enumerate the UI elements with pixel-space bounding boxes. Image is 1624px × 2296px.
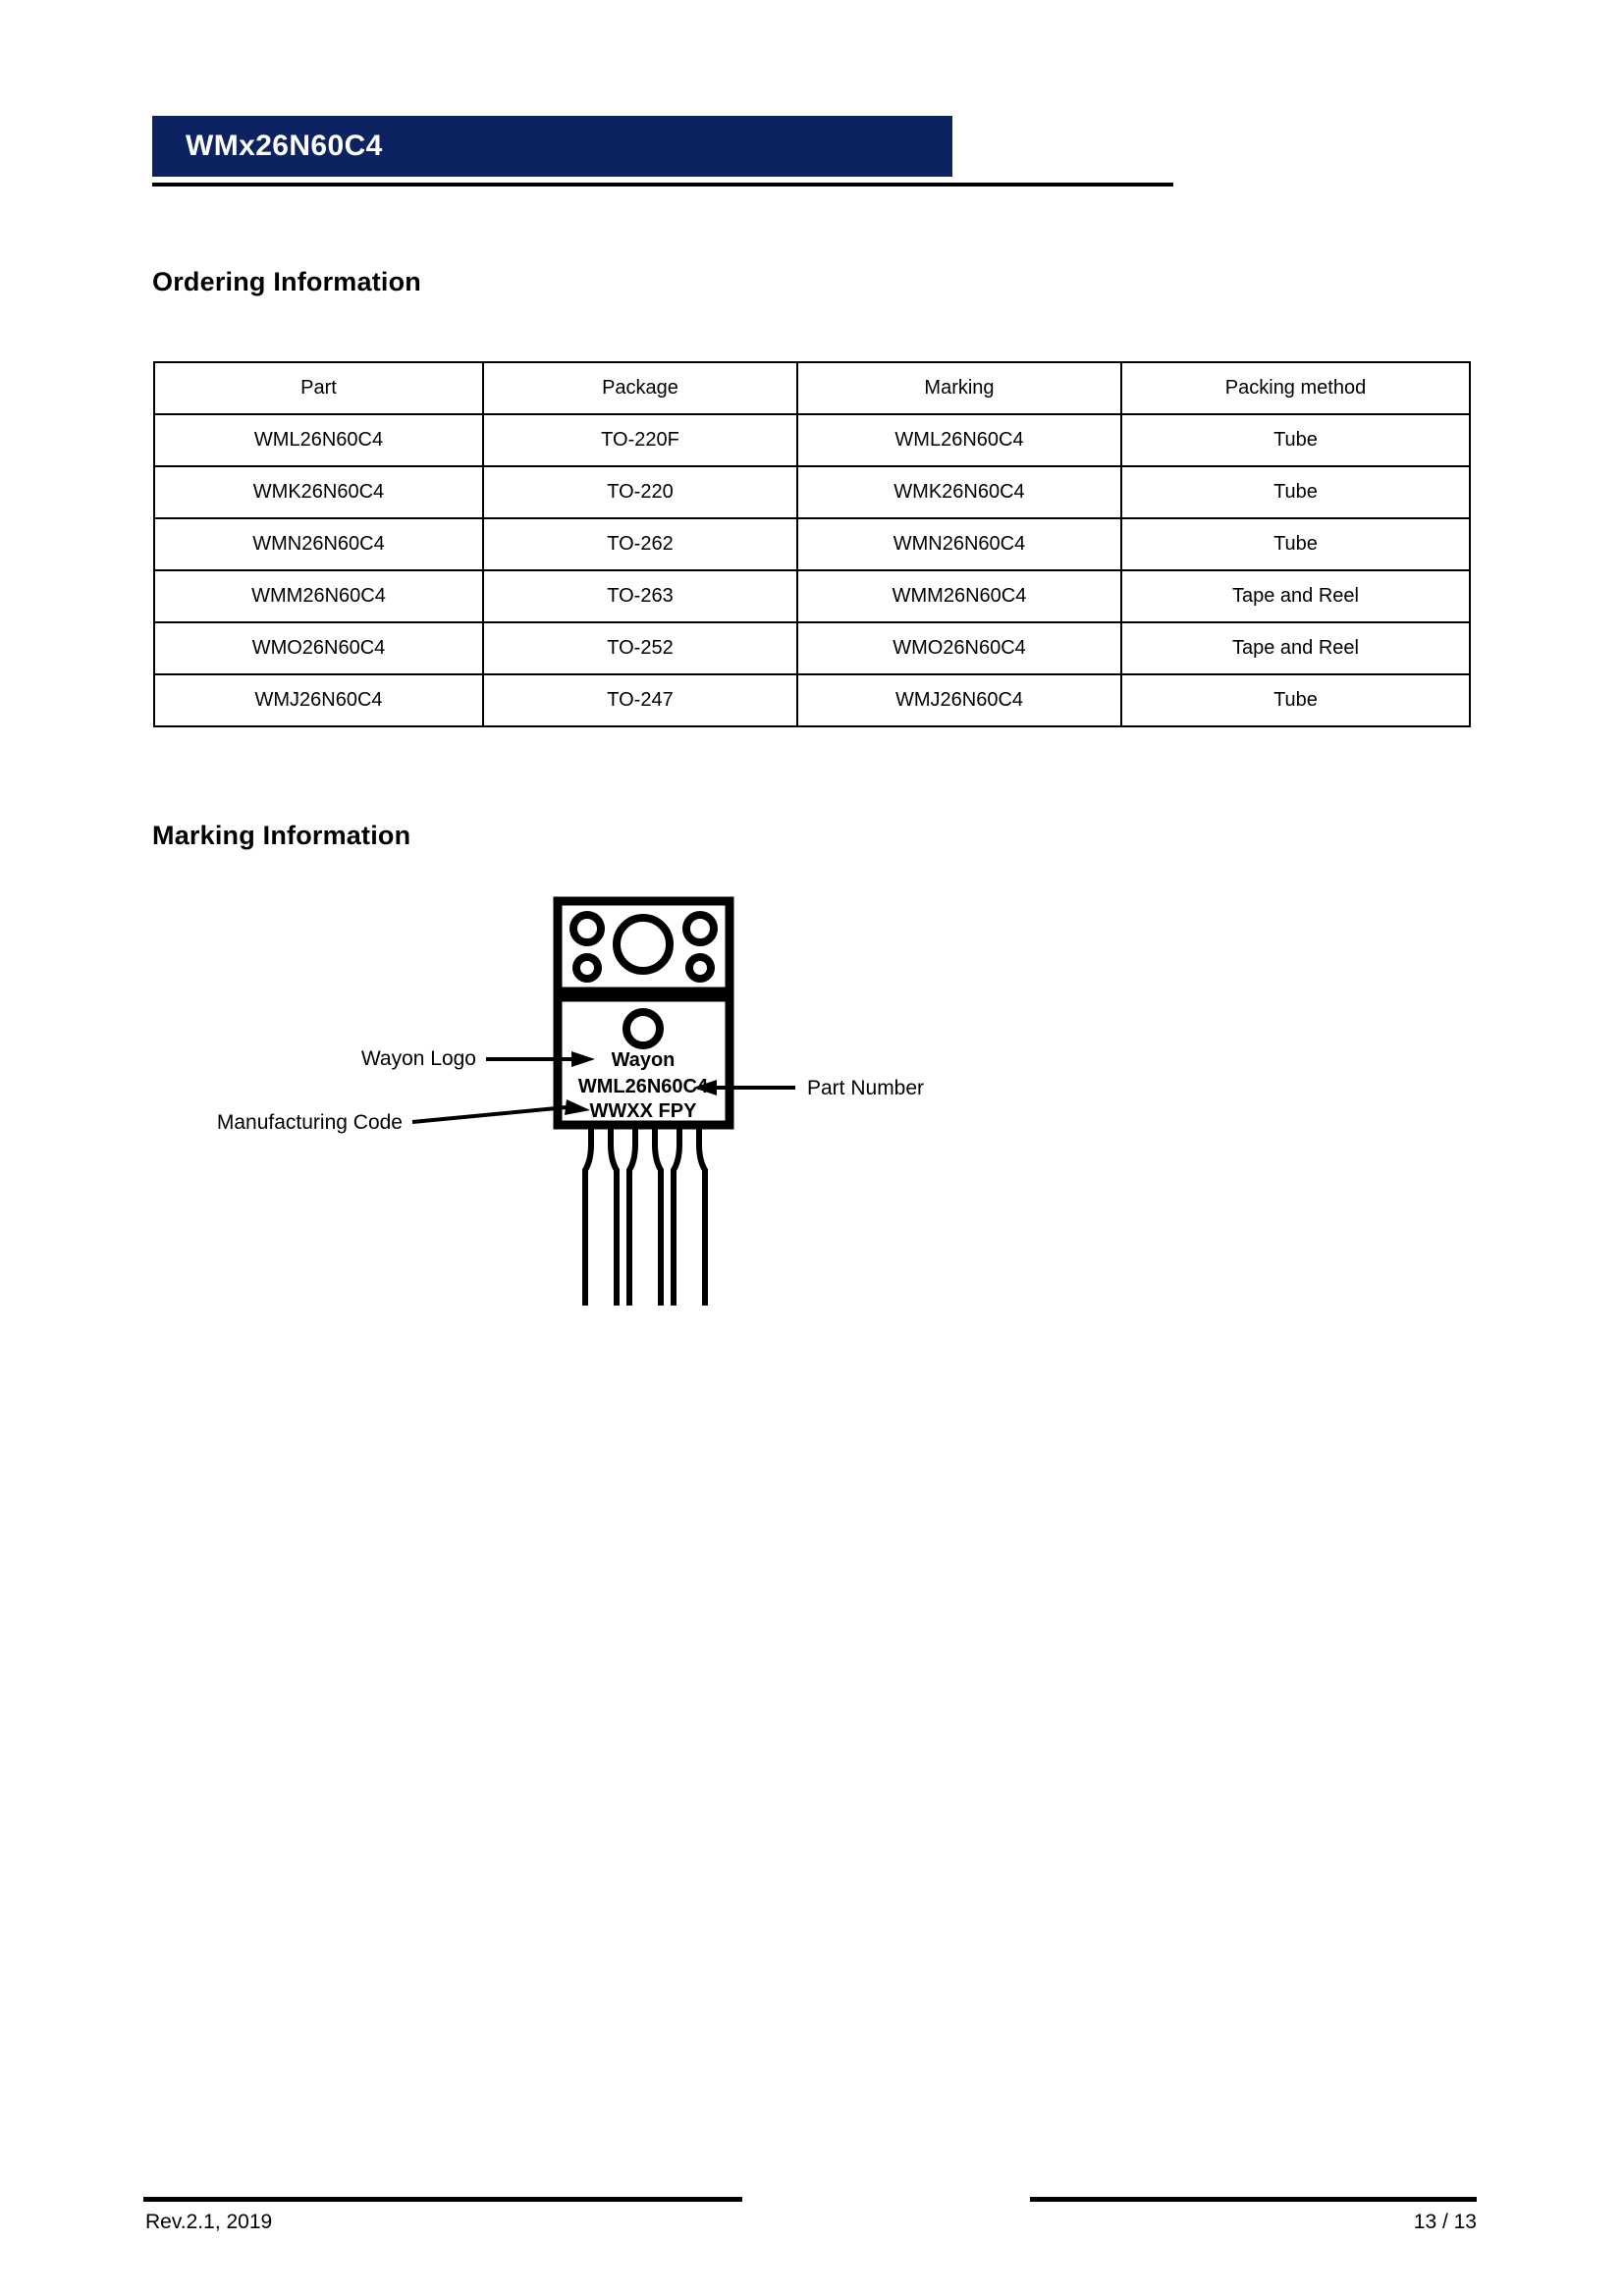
arrow-left-icon	[693, 1080, 717, 1095]
cell-packing-method: Tape and Reel	[1120, 569, 1471, 623]
cell-packing-method: Tube	[1120, 673, 1471, 727]
marking-information-diagram: Wayon WML26N60C4 WWXX FPY Wayon Logo Man…	[147, 874, 1129, 1384]
page-title: WMx26N60C4	[186, 130, 383, 162]
section-heading-marking-information: Marking Information	[152, 821, 411, 850]
cell-part: WMM26N60C4	[153, 569, 484, 623]
cell-marking: WMN26N60C4	[796, 517, 1122, 571]
table-row: WMN26N60C4 TO-262 WMN26N60C4 Tube	[153, 517, 1471, 571]
package-marking-line-part-number: WML26N60C4	[578, 1076, 709, 1097]
cell-packing-method: Tube	[1120, 413, 1471, 467]
cell-package: TO-247	[482, 673, 798, 727]
footer-revision: Rev.2.1, 2019	[145, 2211, 273, 2233]
cell-packing-method: Tube	[1120, 517, 1471, 571]
table-row: WMK26N60C4 TO-220 WMK26N60C4 Tube	[153, 465, 1471, 519]
ordering-information-table: Part Package Marking Packing method WML2…	[153, 361, 1471, 727]
cell-marking: WML26N60C4	[796, 413, 1122, 467]
callout-manufacturing-code: Manufacturing Code	[217, 1099, 590, 1134]
callout-wayon-logo: Wayon Logo	[361, 1047, 595, 1070]
package-body-icon	[553, 992, 734, 1130]
cell-part: WML26N60C4	[153, 413, 484, 467]
package-leads-icon	[582, 1129, 708, 1306]
cell-marking: WMJ26N60C4	[796, 673, 1122, 727]
table-row: WMJ26N60C4 TO-247 WMJ26N60C4 Tube	[153, 673, 1471, 727]
arrow-right-icon	[571, 1051, 595, 1067]
callout-label-part-number: Part Number	[807, 1077, 924, 1099]
footer-rule-left	[143, 2197, 742, 2202]
footer-page-number: 13 / 13	[1413, 2211, 1477, 2233]
cell-part: WMO26N60C4	[153, 621, 484, 675]
cell-part: WMK26N60C4	[153, 465, 484, 519]
section-heading-ordering-information: Ordering Information	[152, 267, 421, 296]
column-header-package: Package	[482, 361, 798, 415]
cell-part: WMN26N60C4	[153, 517, 484, 571]
header-divider-rule	[152, 183, 1173, 187]
cell-marking: WMO26N60C4	[796, 621, 1122, 675]
cell-part: WMJ26N60C4	[153, 673, 484, 727]
package-mounting-tab-icon	[553, 896, 734, 996]
cell-package: TO-220F	[482, 413, 798, 467]
cell-packing-method: Tape and Reel	[1120, 621, 1471, 675]
package-marking-line-mfg-code: WWXX FPY	[590, 1100, 698, 1122]
cell-marking: WMK26N60C4	[796, 465, 1122, 519]
cell-packing-method: Tube	[1120, 465, 1471, 519]
cell-package: TO-220	[482, 465, 798, 519]
table-row: WMM26N60C4 TO-263 WMM26N60C4 Tape and Re…	[153, 569, 1471, 623]
cell-package: TO-252	[482, 621, 798, 675]
page-header-bar: WMx26N60C4	[152, 116, 952, 177]
table-row: WML26N60C4 TO-220F WML26N60C4 Tube	[153, 413, 1471, 467]
callout-label-manufacturing-code: Manufacturing Code	[217, 1111, 403, 1134]
column-header-packing-method: Packing method	[1120, 361, 1471, 415]
footer-rule-right	[1030, 2197, 1477, 2202]
callout-label-wayon-logo: Wayon Logo	[361, 1047, 476, 1070]
column-header-marking: Marking	[796, 361, 1122, 415]
cell-package: TO-263	[482, 569, 798, 623]
column-header-part: Part	[153, 361, 484, 415]
arrow-right-icon	[565, 1099, 590, 1115]
callout-part-number: Part Number	[693, 1077, 924, 1099]
cell-package: TO-262	[482, 517, 798, 571]
cell-marking: WMM26N60C4	[796, 569, 1122, 623]
package-marking-line-logo: Wayon	[612, 1049, 676, 1071]
table-header-row: Part Package Marking Packing method	[153, 361, 1471, 415]
table-row: WMO26N60C4 TO-252 WMO26N60C4 Tape and Re…	[153, 621, 1471, 675]
